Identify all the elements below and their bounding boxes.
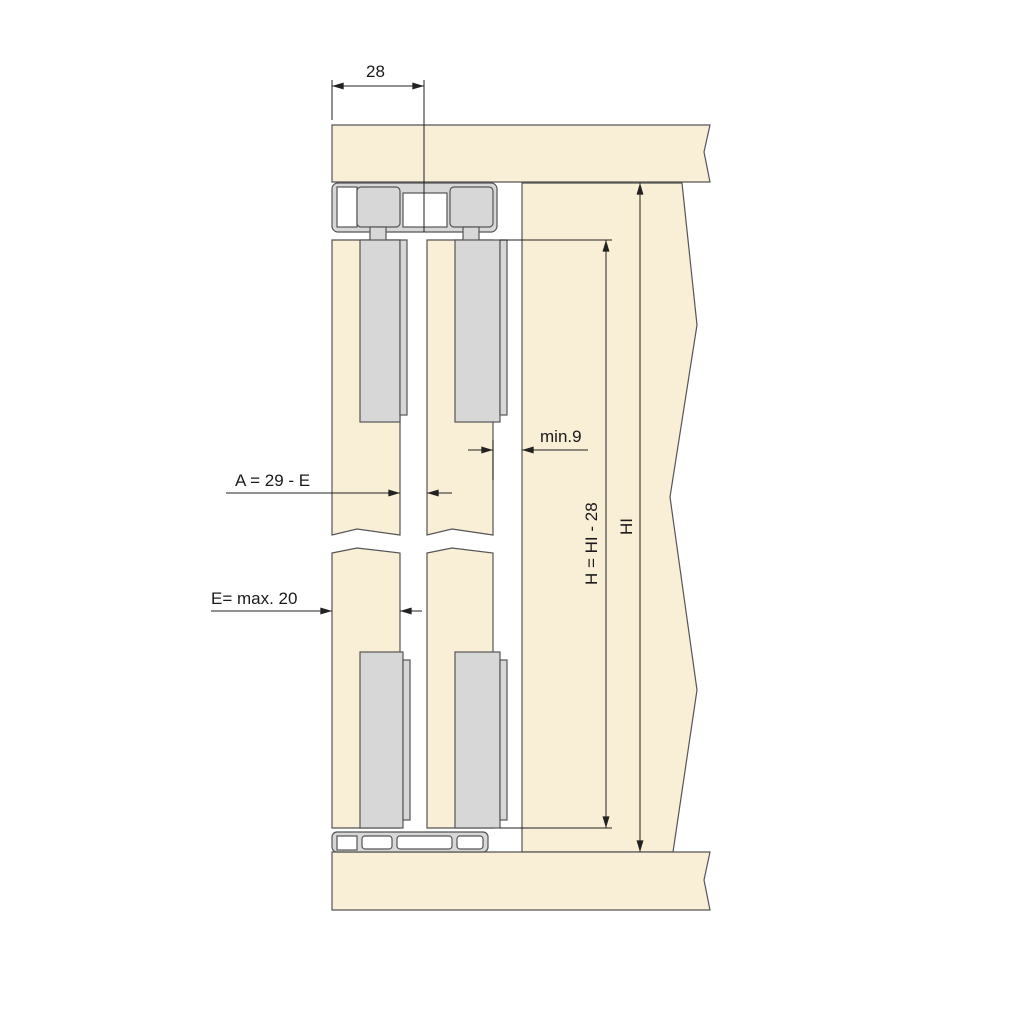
hanger-left-upper (359, 239, 401, 423)
label-28: 28 (366, 62, 385, 81)
hanger-left-lower (359, 651, 404, 829)
bottom-board (331, 851, 711, 911)
label-a: A = 29 - E (235, 471, 310, 490)
hanger-right-lower (454, 651, 501, 829)
label-min9: min.9 (540, 427, 582, 446)
side-panel (521, 182, 698, 853)
hanger-right-upper (454, 239, 501, 423)
label-hi: HI (617, 518, 636, 535)
label-h: H = HI - 28 (582, 502, 601, 585)
label-e: E= max. 20 (211, 589, 297, 608)
top-board (331, 124, 711, 183)
